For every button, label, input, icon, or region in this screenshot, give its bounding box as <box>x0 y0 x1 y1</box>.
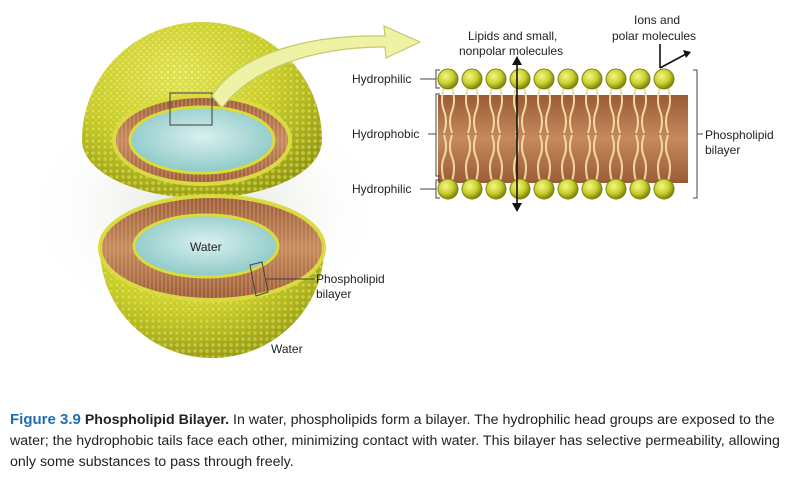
lipid-tail <box>537 134 543 182</box>
bilayer-right-label-line2: bilayer <box>705 143 740 157</box>
lipid-tail <box>545 86 551 134</box>
water-inside-label: Water <box>190 240 222 254</box>
lipid-tail <box>633 134 639 182</box>
hydrophilic-bottom-label: Hydrophilic <box>352 182 411 196</box>
phospholipid-bilayer-figure: Water Water Phospholipid bilayer Hydroph… <box>20 13 774 358</box>
lipid-tail <box>545 134 551 182</box>
lipid-tail <box>449 86 455 134</box>
lipid-tail <box>665 86 671 134</box>
lipid-head <box>629 178 651 200</box>
lipid-tail <box>497 86 503 134</box>
lipid-tail <box>641 134 647 182</box>
lipid-tail <box>641 86 647 134</box>
lipid-tail <box>617 134 623 182</box>
hydrophilic-top-label: Hydrophilic <box>352 72 411 86</box>
lipid-head <box>509 178 531 200</box>
lipid-tail <box>441 86 447 134</box>
sphere-bilayer-label-line2: bilayer <box>316 287 351 301</box>
lipids-small-label-line2: nonpolar molecules <box>459 44 563 58</box>
lipid-head <box>629 68 651 90</box>
lipid-tail <box>569 134 575 182</box>
lipid-tail <box>569 86 575 134</box>
lipid-tail <box>609 134 615 182</box>
lipid-tail <box>665 134 671 182</box>
lipid-head <box>605 178 627 200</box>
lipid-tail <box>561 86 567 134</box>
magnified-bilayer <box>437 68 688 200</box>
caption-text: In water, phospholipids form a bilayer. … <box>10 412 780 470</box>
lipid-head <box>557 178 579 200</box>
water-outside-label: Water <box>271 342 303 356</box>
lipid-head <box>653 68 675 90</box>
lipid-head <box>557 68 579 90</box>
lipid-tail <box>617 86 623 134</box>
bilayer-right-bracket <box>693 69 698 199</box>
lipid-tail <box>585 86 591 134</box>
lipid-tail <box>657 134 663 182</box>
lipid-head <box>485 68 507 90</box>
lipid-tail <box>521 86 527 134</box>
bilayer-right-label-line1: Phospholipid <box>705 128 774 142</box>
lipid-head <box>533 178 555 200</box>
lipid-head <box>605 68 627 90</box>
lipid-tail <box>441 134 447 182</box>
ions-polar-label-line1: Ions and <box>634 13 680 27</box>
lipid-head <box>509 68 531 90</box>
lipid-head <box>581 178 603 200</box>
magnify-box <box>169 92 213 126</box>
lipid-tail <box>593 86 599 134</box>
lipid-tail <box>465 86 471 134</box>
lipid-tail <box>465 134 471 182</box>
sphere-bilayer-label-line1: Phospholipid <box>316 272 385 286</box>
bottom-hemisphere <box>98 194 326 358</box>
lipid-tail <box>473 134 479 182</box>
figure-number: Figure 3.9 <box>10 411 81 428</box>
lipid-tail <box>657 86 663 134</box>
lipid-tail <box>497 134 503 182</box>
lipid-tail <box>449 134 455 182</box>
lipid-tail <box>609 86 615 134</box>
lipid-tail <box>585 134 591 182</box>
lipid-tail <box>593 134 599 182</box>
callout-arrow <box>211 25 422 109</box>
lipid-head <box>461 178 483 200</box>
ions-polar-label-line2: polar molecules <box>612 29 696 43</box>
lipid-tail <box>561 134 567 182</box>
figure-caption: Figure 3.9 Phospholipid Bilayer. In wate… <box>10 409 790 473</box>
lipid-tail <box>633 86 639 134</box>
lipid-head <box>437 68 459 90</box>
sphere-bilayer-bracket <box>249 261 269 297</box>
lipid-head <box>437 178 459 200</box>
lipid-head <box>461 68 483 90</box>
figure-title: Phospholipid Bilayer. <box>84 412 230 428</box>
lipid-tail <box>537 86 543 134</box>
lipid-head <box>581 68 603 90</box>
lipid-head <box>653 178 675 200</box>
lipid-tail <box>489 86 495 134</box>
lipid-tail <box>473 86 479 134</box>
lipid-head <box>485 178 507 200</box>
lipids-small-label-line1: Lipids and small, <box>468 29 557 43</box>
lipid-tail <box>489 134 495 182</box>
lipid-head <box>533 68 555 90</box>
lipid-tail <box>521 134 527 182</box>
hydrophobic-label: Hydrophobic <box>352 127 419 141</box>
